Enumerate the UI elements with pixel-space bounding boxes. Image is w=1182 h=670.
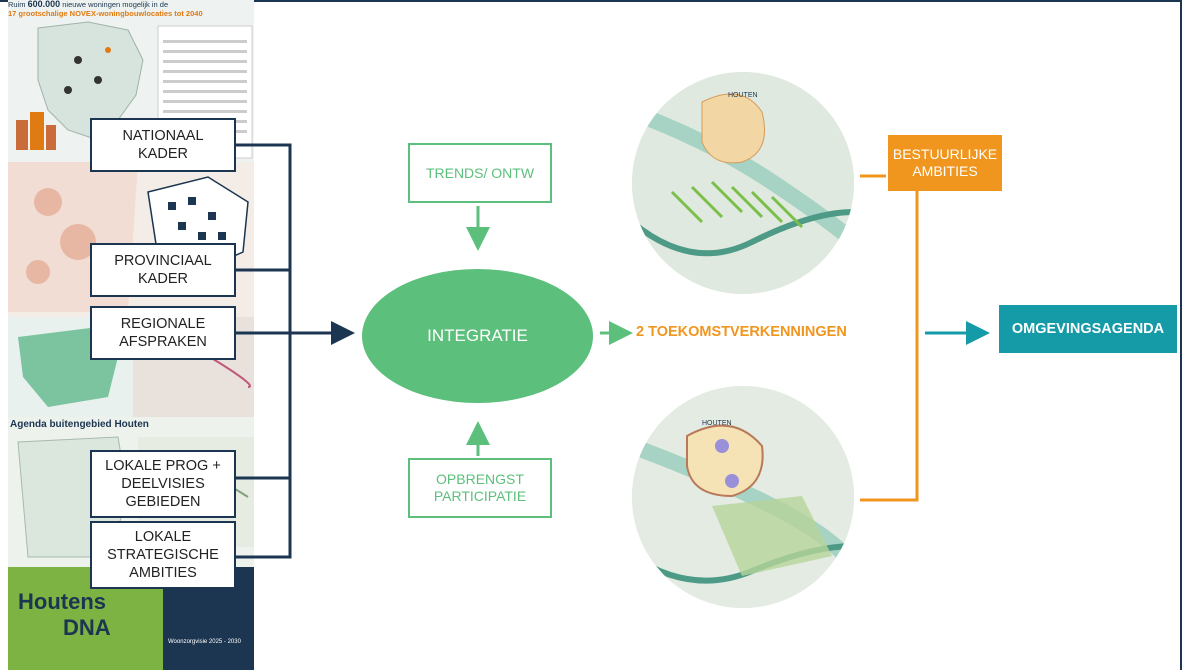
input-lokale-prog: LOKALE PROG + DEELVISIES GEBIEDEN xyxy=(90,450,236,518)
integratie-ellipse: INTEGRATIE xyxy=(362,269,593,403)
toekomstverkenningen-label: 2 TOEKOMSTVERKENNINGEN xyxy=(636,324,847,340)
bestuurlijke-label: BESTUURLIJKE AMBITIES xyxy=(892,146,998,179)
input-label: REGIONALE AFSPRAKEN xyxy=(119,316,207,350)
future-scenario-map-2: HOUTEN xyxy=(632,386,854,608)
trends-box: TRENDS/ ONTW xyxy=(408,143,552,203)
dna-title-1: Houtens xyxy=(18,589,106,614)
input-label: LOKALE STRATEGISCHE AMBITIES xyxy=(107,529,219,581)
opbrengst-label: OPBRENGST PARTICIPATIE xyxy=(433,471,527,504)
scenario-map-1-image xyxy=(632,72,854,294)
agenda-title: Agenda buitengebied Houten xyxy=(10,419,149,430)
input-label: PROVINCIAAL KADER xyxy=(114,253,212,287)
scenario-map-2-image xyxy=(632,386,854,608)
input-nationaal-kader: NATIONAAL KADER xyxy=(90,118,236,172)
trends-label: TRENDS/ ONTW xyxy=(425,164,535,181)
omgevingsagenda-label: OMGEVINGSAGENDA xyxy=(1011,321,1165,337)
map-2-place-label: HOUTEN xyxy=(702,420,732,427)
map-1-place-label: HOUTEN xyxy=(728,92,758,99)
input-label: NATIONAAL KADER xyxy=(122,128,204,162)
bestuurlijke-ambities-box: BESTUURLIJKE AMBITIES xyxy=(888,135,1002,191)
novex-header: Ruim 600.000 nieuwe woningen mogelijk in… xyxy=(8,0,203,18)
dna-title-2: DNA xyxy=(63,615,111,640)
opbrengst-participatie-box: OPBRENGST PARTICIPATIE xyxy=(408,458,552,518)
input-provinciaal-kader: PROVINCIAAL KADER xyxy=(90,243,236,297)
woonvisie-title: Woonzorgvisie 2025 - 2030 xyxy=(168,639,241,645)
integratie-label: INTEGRATIE xyxy=(427,326,528,345)
input-label: LOKALE PROG + DEELVISIES GEBIEDEN xyxy=(105,458,221,510)
input-regionale-afspraken: REGIONALE AFSPRAKEN xyxy=(90,306,236,360)
input-lokale-strategische-ambities: LOKALE STRATEGISCHE AMBITIES xyxy=(90,521,236,589)
omgevingsagenda-box: OMGEVINGSAGENDA xyxy=(999,305,1177,353)
future-scenario-map-1: HOUTEN xyxy=(632,72,854,294)
